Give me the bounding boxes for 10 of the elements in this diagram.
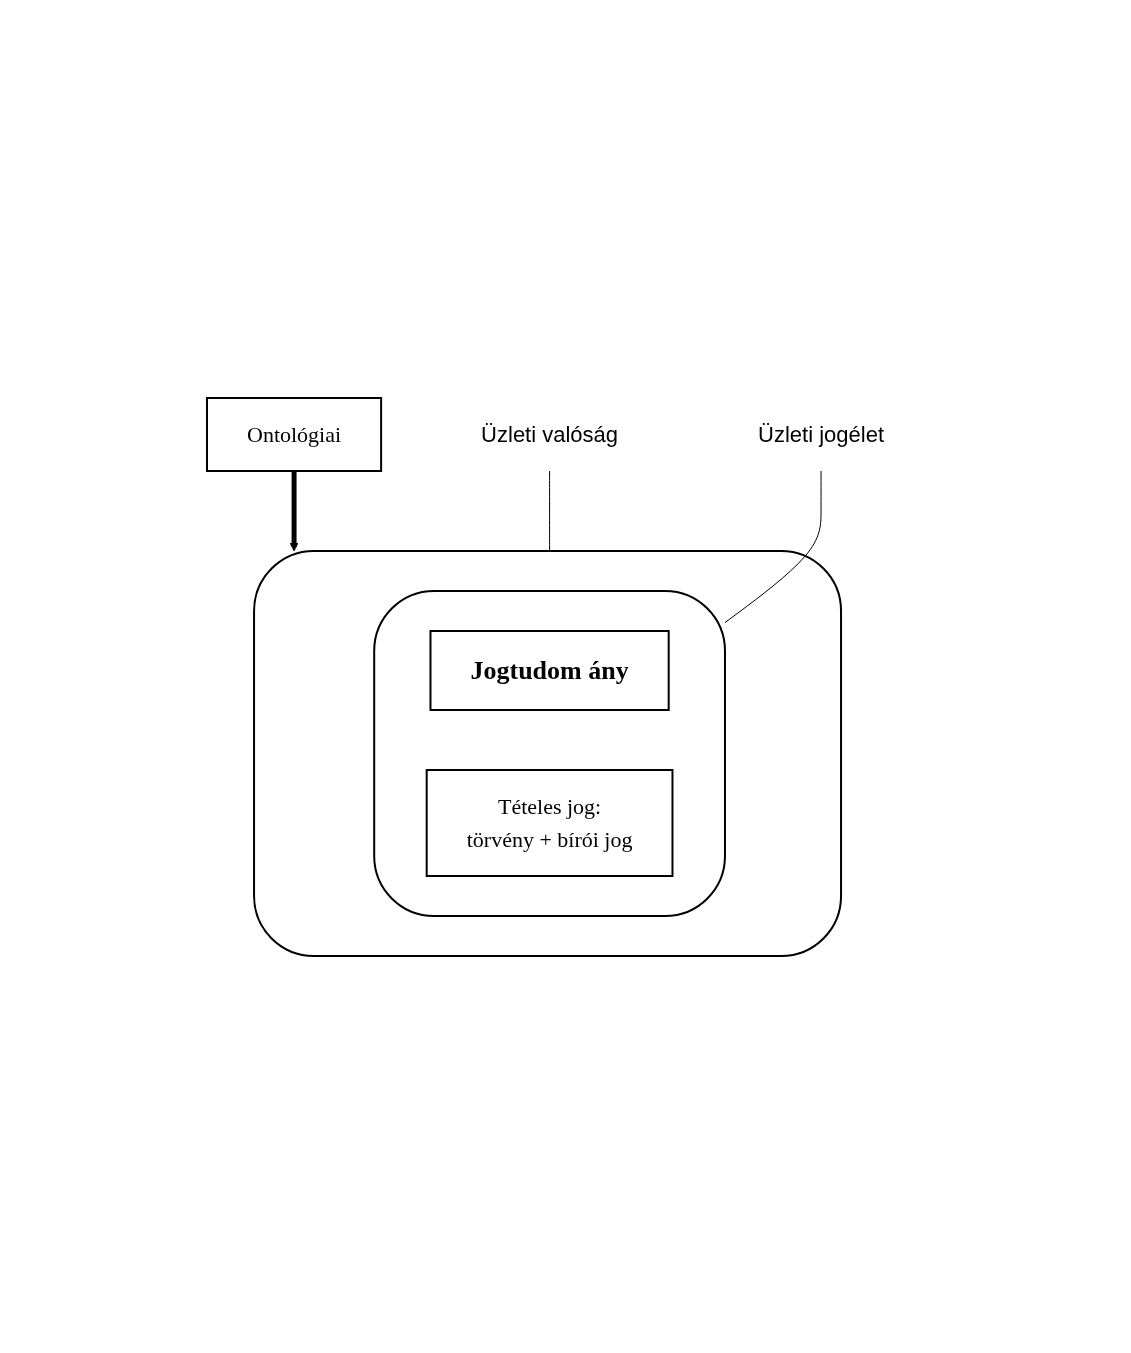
node-box: Tételes jog: törvény + bírói jog	[425, 768, 674, 877]
node-text: Üzleti valóság	[481, 421, 619, 447]
connector	[724, 470, 822, 623]
node-box: Ontológiai	[206, 396, 383, 472]
connector	[549, 470, 551, 551]
cluster	[253, 549, 842, 957]
node-text: Üzleti jogélet	[758, 421, 884, 447]
arrow	[289, 470, 299, 551]
node-box: Jogtudom ány	[429, 629, 670, 711]
cluster	[373, 589, 726, 917]
